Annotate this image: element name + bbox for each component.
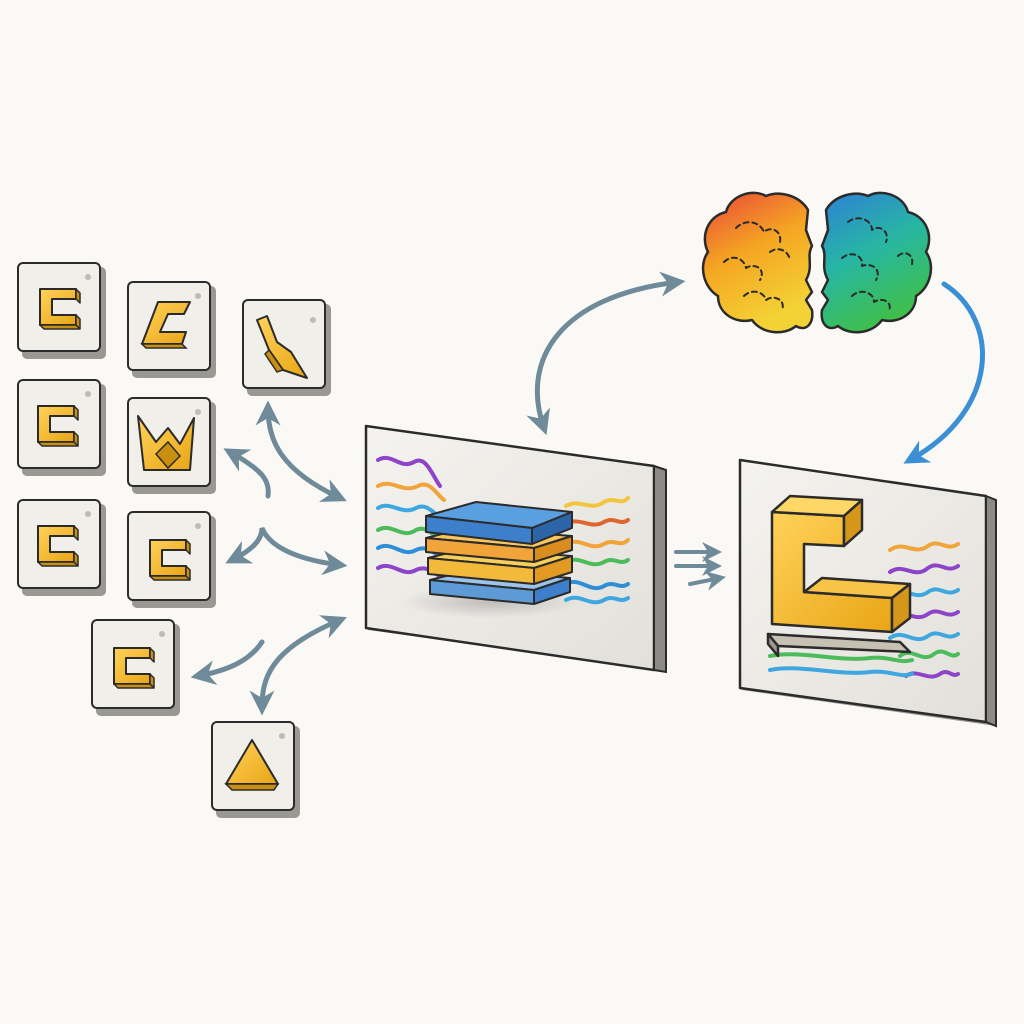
input-tile (127, 511, 216, 608)
input-tile (17, 499, 106, 596)
input-tile (211, 721, 300, 818)
connector-arrow (255, 400, 347, 502)
skewed-c-block-icon (140, 301, 191, 349)
brain-output-arrow (903, 281, 985, 464)
connector-arrow (223, 448, 271, 499)
connector-arrow (190, 639, 265, 686)
tile-connectors (190, 400, 348, 716)
input-tile (17, 262, 106, 359)
connector-arrow (225, 526, 348, 576)
input-tile (91, 619, 180, 716)
flow-arrows (674, 542, 726, 591)
input-tile (242, 299, 331, 396)
triangle-block-icon (224, 739, 280, 791)
input-tile (127, 397, 216, 494)
input-tile (17, 379, 106, 476)
flow-arrow-icon (688, 570, 726, 591)
brain-icon (701, 191, 933, 334)
output-panel (738, 458, 997, 728)
brain-feedback-arrow (526, 271, 686, 436)
processing-panel (364, 424, 667, 674)
folded-block-icon (256, 315, 308, 379)
layer-stack-icon (425, 501, 573, 605)
c-block-icon (766, 494, 912, 658)
input-tile (127, 281, 216, 378)
crown-block-icon (137, 415, 195, 471)
connector-arrow (249, 615, 347, 716)
